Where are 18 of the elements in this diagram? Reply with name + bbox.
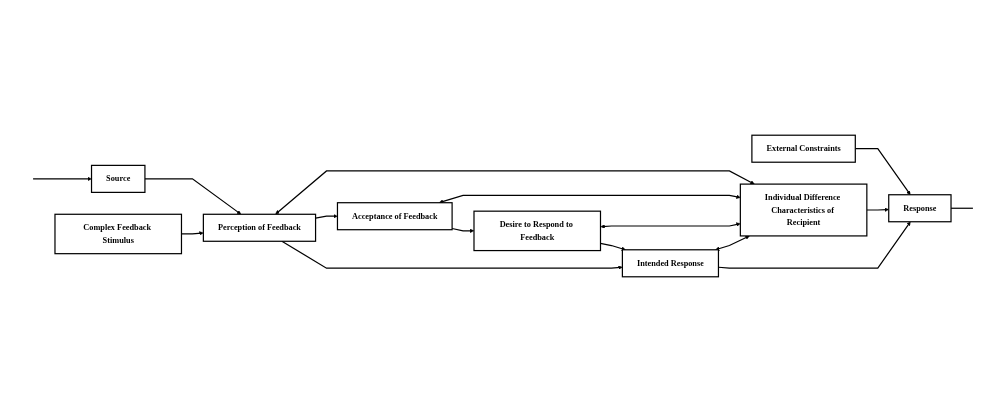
arrow [281,240,623,270]
node-box: Desire to Respond to Feedback [473,210,602,252]
arrow [144,178,242,215]
node-box: Acceptance of Feedback [336,202,453,231]
node-box: External Constraints [751,134,856,163]
node-box: Complex Feedback Stimulus [54,213,183,255]
arrow [717,221,911,269]
arrow [866,207,889,212]
arrow [32,176,92,181]
arrow [715,235,750,251]
node-box: Intended Response [621,249,720,278]
arrow [600,222,741,229]
node-box: Source [90,164,146,193]
node-box: Perception of Feedback [202,213,317,242]
node-box: Response [888,194,952,223]
arrow [275,170,755,215]
node-box: Individual Difference Characteristics of Recipient [739,183,868,237]
arrow [438,194,741,204]
